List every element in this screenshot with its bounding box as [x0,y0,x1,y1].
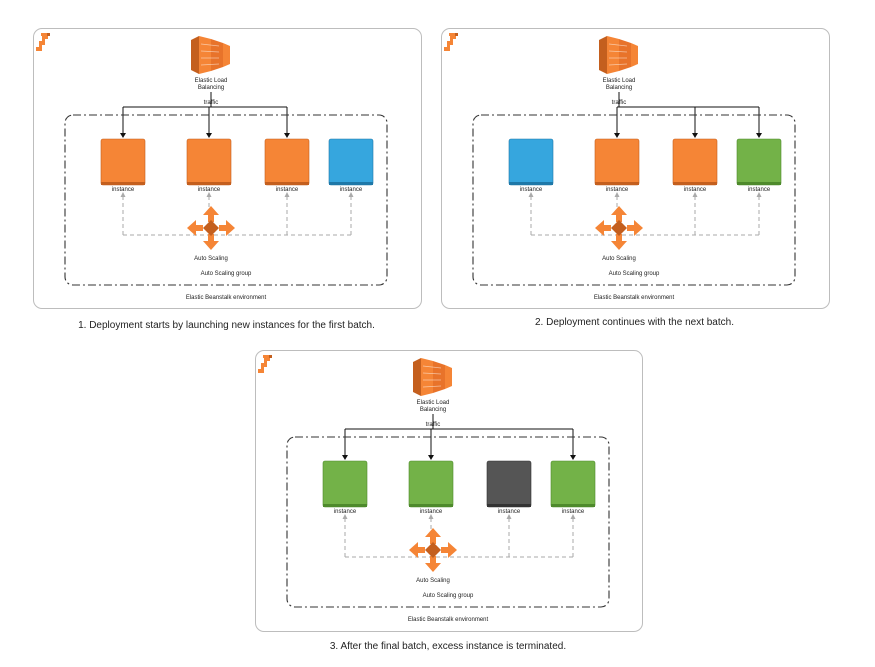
instance-orange: instance [186,138,232,193]
traffic-arrow [284,133,290,138]
instance-label: instance [748,187,771,193]
instance-label: instance [276,187,299,193]
traffic-arrow [692,133,698,138]
auto-scaling-icon [409,528,457,572]
instance-label: instance [498,509,521,515]
instance-green: instance [408,460,454,515]
scaling-arrow [570,514,576,519]
elb-label-line2: Balancing [606,85,632,91]
auto-scaling-label: Auto Scaling [194,256,228,262]
elb-label-line1: Elastic Load [195,78,228,84]
instance-label: instance [198,187,221,193]
elb-label-line2: Balancing [198,85,224,91]
instance-blue: instance [508,138,554,193]
scaling-arrow [348,192,354,197]
instance-label: instance [562,509,585,515]
aws-logo-icon [258,355,272,373]
elastic-beanstalk-environment-label: Elastic Beanstalk environment [408,617,489,623]
instance-orange: instance [594,138,640,193]
instance-green: instance [550,460,596,515]
instance-label: instance [684,187,707,193]
traffic-arrow [206,133,212,138]
scaling-arrow [756,192,762,197]
instance-label: instance [606,187,629,193]
auto-scaling-group-label: Auto Scaling group [201,271,252,277]
instance-orange: instance [264,138,310,193]
elastic-load-balancing-icon [413,358,452,396]
scaling-arrow [206,192,212,197]
traffic-arrow [120,133,126,138]
elastic-load-balancing-icon [599,36,638,74]
auto-scaling-icon [187,206,235,250]
traffic-arrow [570,455,576,460]
instance-green: instance [736,138,782,193]
aws-logo-icon [444,33,458,51]
instance-orange: instance [100,138,146,193]
auto-scaling-icon [595,206,643,250]
instance-gray: instance [486,460,532,515]
elastic-beanstalk-environment-label: Elastic Beanstalk environment [594,295,675,301]
auto-scaling-group-label: Auto Scaling group [609,271,660,277]
scaling-arrow [614,192,620,197]
scaling-arrow [428,514,434,519]
traffic-arrow [614,133,620,138]
scaling-arrow [342,514,348,519]
aws-logo-icon [36,33,50,51]
elastic-load-balancing-icon [191,36,230,74]
instance-orange: instance [672,138,718,193]
instance-label: instance [420,509,443,515]
instance-green: instance [322,460,368,515]
diagram-3: Elastic LoadBalancingtrafficAuto Scaling… [258,355,610,623]
instance-label: instance [340,187,363,193]
caption-3: 3. After the final batch, excess instanc… [329,641,567,652]
scaling-arrow [284,192,290,197]
auto-scaling-group-label: Auto Scaling group [423,593,474,599]
traffic-arrow [756,133,762,138]
caption-2: 2. Deployment continues with the next ba… [534,317,734,328]
diagram-2: Elastic LoadBalancingtrafficAuto Scaling… [444,33,796,301]
instance-label: instance [334,509,357,515]
elb-label-line1: Elastic Load [417,400,450,406]
traffic-arrow [342,455,348,460]
diagram-1: Elastic LoadBalancingtrafficAuto Scaling… [36,33,388,301]
caption-1: 1. Deployment starts by launching new in… [78,320,375,331]
elb-label-line1: Elastic Load [603,78,636,84]
auto-scaling-label: Auto Scaling [602,256,636,262]
elb-label-line2: Balancing [420,407,446,413]
traffic-arrow [428,455,434,460]
instance-blue: instance [328,138,374,193]
auto-scaling-label: Auto Scaling [416,578,450,584]
scaling-arrow [120,192,126,197]
scaling-arrow [528,192,534,197]
scaling-arrow [692,192,698,197]
auto-scaling-group-box [64,114,388,286]
elastic-beanstalk-environment-label: Elastic Beanstalk environment [186,295,267,301]
instance-label: instance [520,187,543,193]
instance-label: instance [112,187,135,193]
auto-scaling-group-box [472,114,796,286]
scaling-arrow [506,514,512,519]
auto-scaling-group-box [286,436,610,608]
